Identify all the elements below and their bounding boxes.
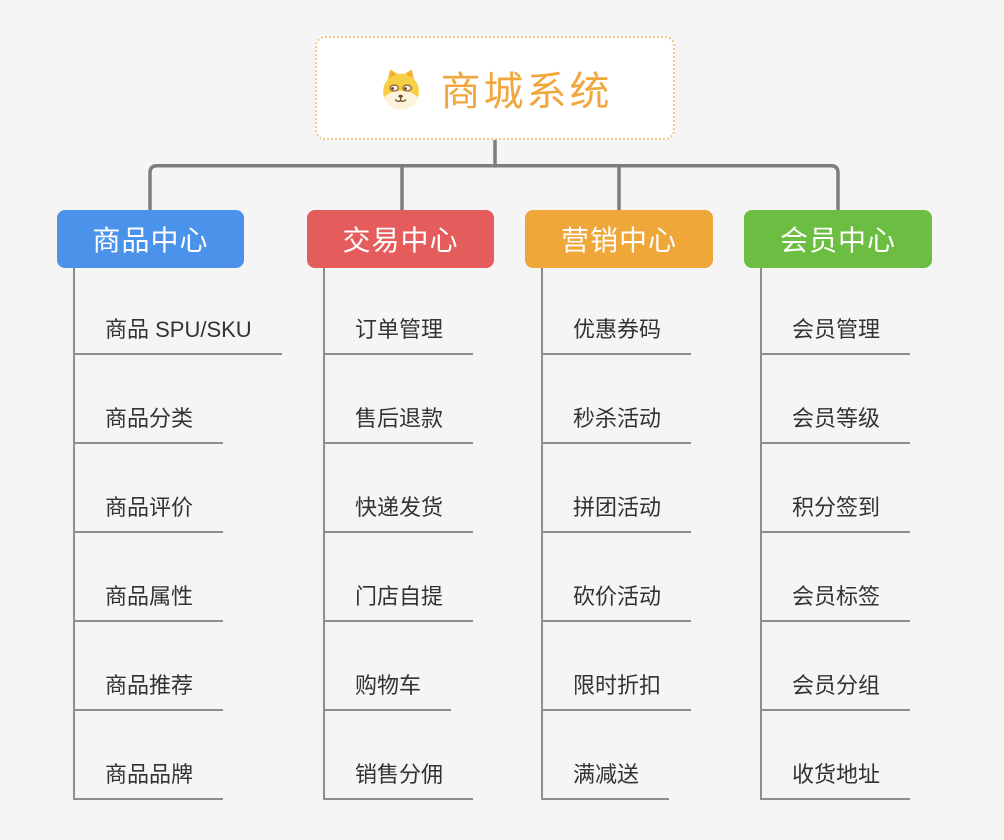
- doge-icon: [382, 69, 419, 110]
- branch-box-member-center[interactable]: 会员中心: [744, 210, 932, 268]
- branch-label: 交易中心: [342, 225, 459, 256]
- mindmap-node[interactable]: 会员分组: [762, 622, 911, 711]
- root-node[interactable]: 商城系统: [315, 36, 675, 140]
- item-list-member-center: 会员管理 会员等级 积分签到 会员标签 会员分组 收货地址: [760, 268, 911, 800]
- mindmap-node[interactable]: 砍价活动: [543, 533, 692, 622]
- mindmap-node[interactable]: 商品 SPU/SKU: [75, 268, 282, 355]
- item-list-product-center: 商品 SPU/SKU 商品分类 商品评价 商品属性 商品推荐 商品品牌: [73, 268, 282, 800]
- branch-label: 商品中心: [92, 225, 209, 256]
- branch-label: 营销中心: [560, 225, 677, 256]
- mindmap-node[interactable]: 满减送: [543, 711, 670, 800]
- mindmap-node[interactable]: 会员标签: [762, 533, 911, 622]
- mindmap-node[interactable]: 商品分类: [75, 355, 224, 444]
- item-list-marketing-center: 优惠券码 秒杀活动 拼团活动 砍价活动 限时折扣 满减送: [541, 268, 692, 800]
- mindmap-node[interactable]: 门店自提: [325, 533, 474, 622]
- mindmap-node[interactable]: 销售分佣: [325, 711, 474, 800]
- mindmap-node[interactable]: 积分签到: [762, 444, 911, 533]
- branch-box-marketing-center[interactable]: 营销中心: [525, 210, 713, 268]
- mindmap-node[interactable]: 订单管理: [325, 268, 474, 355]
- item-list-trade-center: 订单管理 售后退款 快递发货 门店自提 购物车 销售分佣: [323, 268, 474, 800]
- mindmap-node[interactable]: 售后退款: [325, 355, 474, 444]
- branch-label: 会员中心: [779, 225, 896, 256]
- mindmap-node[interactable]: 会员等级: [762, 355, 911, 444]
- mindmap-node[interactable]: 秒杀活动: [543, 355, 692, 444]
- root-title: 商城系统: [440, 70, 613, 114]
- mindmap-node[interactable]: 拼团活动: [543, 444, 692, 533]
- mindmap-node[interactable]: 购物车: [325, 622, 452, 711]
- mindmap-node[interactable]: 商品品牌: [75, 711, 224, 800]
- branch-box-trade-center[interactable]: 交易中心: [307, 210, 494, 268]
- mindmap-node[interactable]: 限时折扣: [543, 622, 692, 711]
- branch-box-product-center[interactable]: 商品中心: [57, 210, 244, 268]
- mindmap-node[interactable]: 商品评价: [75, 444, 224, 533]
- mindmap-node[interactable]: 优惠券码: [543, 268, 692, 355]
- mindmap-node[interactable]: 会员管理: [762, 268, 911, 355]
- mindmap-node[interactable]: 商品属性: [75, 533, 224, 622]
- mindmap-node[interactable]: 商品推荐: [75, 622, 224, 711]
- mindmap-node[interactable]: 快递发货: [325, 444, 474, 533]
- mindmap-node[interactable]: 收货地址: [762, 711, 911, 800]
